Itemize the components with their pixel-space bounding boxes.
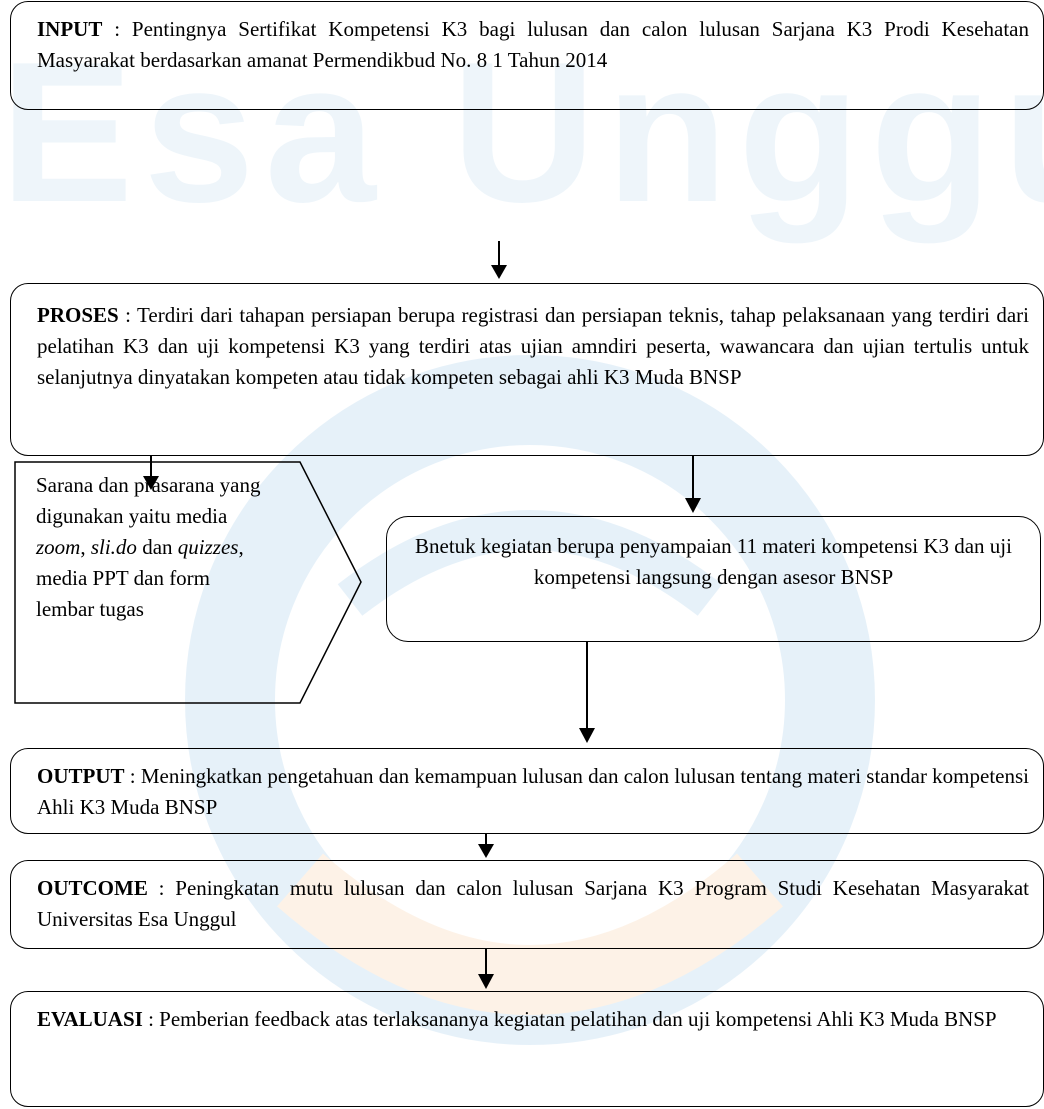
output-text: : Meningkatkan pengetahuan dan kemampuan…	[37, 764, 1030, 819]
proses-text: : Terdiri dari tahapan persiapan berupa …	[37, 303, 1029, 389]
evaluasi-text: : Pemberian feedback atas terlaksananya …	[142, 1007, 997, 1031]
proses-box: PROSES : Terdiri dari tahapan persiapan …	[10, 283, 1044, 456]
input-label: INPUT	[37, 17, 103, 41]
output-label: OUTPUT	[37, 764, 125, 788]
arrow-proses-to-sarana	[143, 456, 159, 490]
sarana-pentagon	[14, 461, 362, 704]
input-box: INPUT : Pentingnya Sertifikat Kompetensi…	[10, 1, 1044, 110]
sarana-quizzes: quizzes	[177, 535, 239, 559]
arrow-bentuk-to-output	[579, 642, 595, 743]
arrow-input-to-proses	[491, 241, 507, 279]
sarana-sep-2: dan	[136, 535, 178, 559]
sarana-text-2: , media PPT dan form lembar tugas	[36, 535, 244, 621]
sarana-slido: sli.do	[90, 535, 137, 559]
arrow-output-to-outcome	[478, 834, 494, 858]
evaluasi-box: EVALUASI : Pemberian feedback atas terla…	[10, 991, 1044, 1107]
outcome-label: OUTCOME	[37, 876, 148, 900]
output-box: OUTPUT : Meningkatkan pengetahuan dan ke…	[10, 748, 1044, 834]
sarana-zoom: zoom	[36, 535, 81, 559]
evaluasi-label: EVALUASI	[37, 1007, 143, 1031]
sarana-sep-1: ,	[80, 535, 91, 559]
arrow-outcome-to-evaluasi	[478, 949, 494, 989]
bentuk-box: Bnetuk kegiatan berupa penyampaian 11 ma…	[386, 516, 1041, 642]
outcome-text: : Peningkatan mutu lulusan dan calon lul…	[37, 876, 1029, 931]
sarana-text-1: Sarana dan prasarana yang digunakan yait…	[36, 473, 261, 528]
outcome-box: OUTCOME : Peningkatan mutu lulusan dan c…	[10, 860, 1044, 949]
sarana-text: Sarana dan prasarana yang digunakan yait…	[36, 470, 264, 625]
proses-label: PROSES	[37, 303, 119, 327]
input-text: : Pentingnya Sertifikat Kompetensi K3 ba…	[37, 17, 1029, 72]
arrow-proses-to-bentuk	[685, 456, 701, 513]
bentuk-text: Bnetuk kegiatan berupa penyampaian 11 ma…	[415, 534, 1012, 589]
